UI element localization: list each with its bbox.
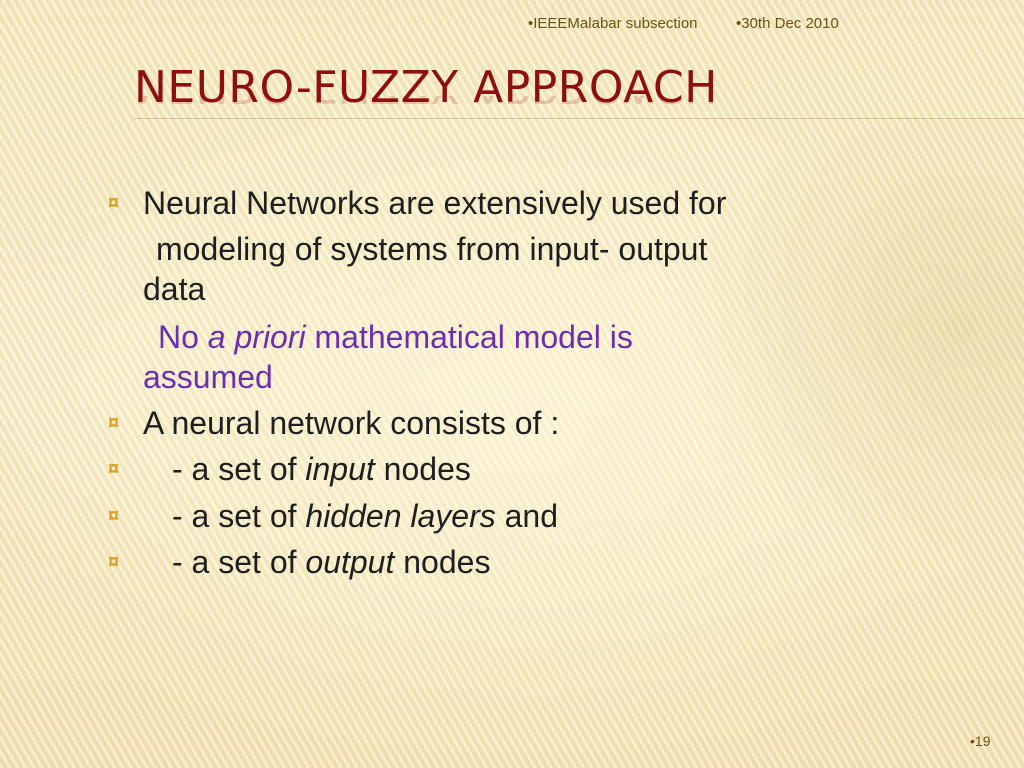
title-divider [134,118,1024,119]
bullet-text: - a set of input nodes [172,451,471,487]
bullet-text: Neural Networks are extensively used for [143,185,727,221]
header-organization: •IEEEMalabar subsection [528,15,698,32]
bullet-x-icon: ¤ [108,458,120,480]
bullet-x-icon: ¤ [108,551,120,573]
highlight-text: No a priori mathematical model is [158,319,633,355]
bullet-text: A neural network consists of : [143,405,560,441]
slide-title: Neuro-Fuzzy Approach [134,62,718,113]
header-date: •30th Dec 2010 [736,15,839,32]
bullet-text: - a set of hidden layers and [172,498,559,534]
bullet-text: modeling of systems from input- output [156,231,708,267]
bullet-text: - a set of output nodes [172,544,491,580]
bullet-x-icon: ¤ [108,192,120,214]
page-number: •19 [970,733,991,749]
highlight-text: assumed [143,359,273,395]
bullet-text: data [143,271,206,307]
bullet-x-icon: ¤ [108,505,120,527]
bullet-x-icon: ¤ [108,412,120,434]
